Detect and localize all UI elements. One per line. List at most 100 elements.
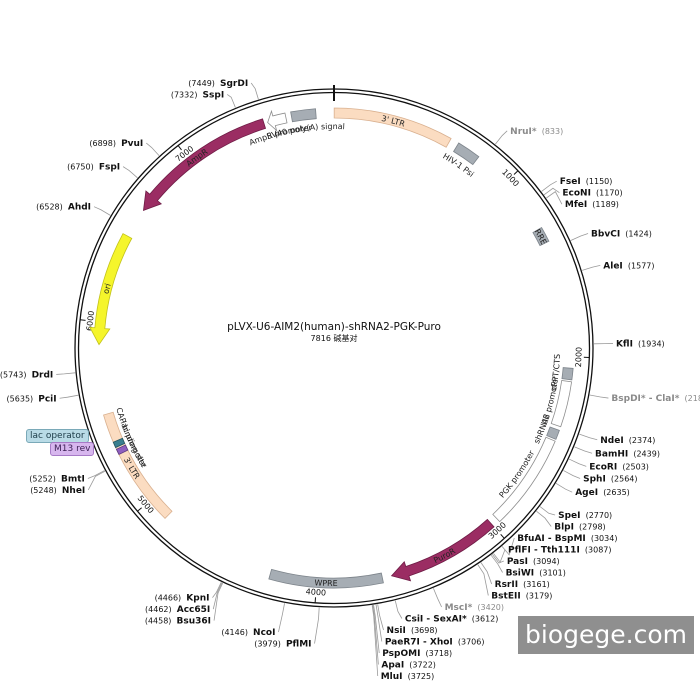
- feature-label: WPRE: [314, 578, 338, 588]
- site-leader: [477, 564, 489, 596]
- site-position: (3706): [458, 638, 485, 647]
- site-name: BfuAI - BspMI: [517, 534, 585, 544]
- site-leader: [212, 582, 222, 598]
- site-name: EcoRI: [589, 462, 617, 472]
- site-label: (7449) SgrDI: [188, 71, 248, 90]
- feature-sv40-poly-a-signal: [290, 108, 317, 123]
- site-position: (2503): [622, 462, 649, 471]
- site-label: (6750) FspI: [67, 155, 120, 174]
- site-position: (4462): [145, 605, 172, 614]
- site-position: (4146): [221, 628, 248, 637]
- site-nhei: (5248) NheI: [30, 470, 106, 496]
- site-name: PaeR7I - XhoI: [385, 638, 453, 648]
- site-pasi: PasI (3094): [491, 549, 560, 568]
- plasmid-name: pLVX-U6-AIM2(human)-shRNA2-PGK-Puro: [227, 321, 441, 333]
- site-name: PflMI: [286, 640, 312, 650]
- site-position: (3722): [409, 661, 436, 670]
- site-acc65i: (4462) Acc65I: [145, 582, 223, 616]
- site-mlui: MluI (3725): [371, 605, 435, 683]
- site-name: EcoNI: [562, 189, 591, 199]
- site-name: KflI: [616, 340, 633, 350]
- tick-mark: [513, 170, 519, 175]
- site-label: MfeI (1189): [565, 192, 619, 211]
- site-name: FseI: [560, 177, 581, 187]
- site-leader: [570, 233, 589, 241]
- tick-label: 4000: [305, 587, 326, 597]
- site-leader: [372, 605, 379, 665]
- site-fsei: FseI (1150): [541, 169, 613, 192]
- site-position: (6750): [67, 163, 94, 172]
- site-sgrdi: (7449) SgrDI: [188, 71, 259, 100]
- site-spei: SpeI (2770): [539, 506, 612, 521]
- site-label: (6898) PvuI: [89, 131, 143, 150]
- site-position: (5252): [29, 474, 56, 483]
- site-position: (3034): [591, 534, 618, 543]
- site-leader: [543, 187, 560, 196]
- site-label: FseI (1150): [560, 169, 613, 188]
- site-position: (2374): [629, 436, 656, 445]
- site-leader: [490, 554, 503, 573]
- site-position: (7332): [171, 90, 198, 99]
- site-bbvci: BbvCI (1424): [570, 230, 652, 241]
- site-label: EcoNI (1170): [562, 181, 622, 200]
- site-name: DrdI: [32, 370, 54, 380]
- site-csii-sexai: CsiI - SexAI* (3612): [394, 600, 499, 626]
- lac-operator-tag: lac operator: [26, 429, 89, 443]
- site-leader: [226, 94, 236, 108]
- site-name: SspI: [203, 90, 225, 100]
- site-name: KpnI: [186, 594, 209, 604]
- site-label: ApaI (3722): [381, 653, 436, 672]
- feature-label-text: ori: [101, 282, 112, 294]
- site-label: NruI* (833): [510, 119, 563, 138]
- site-label: BstEII (3179): [491, 584, 552, 603]
- site-position: (3087): [585, 546, 612, 555]
- site-leader: [433, 588, 442, 608]
- site-name: MfeI: [565, 200, 587, 210]
- site-kpni: (4466) KpnI: [155, 582, 222, 604]
- site-name: BmtI: [61, 474, 85, 484]
- feature-cppt-cts: [561, 367, 574, 381]
- site-apai: ApaI (3722): [372, 605, 436, 672]
- site-label: CsiI - SexAI* (3612): [405, 607, 499, 626]
- site-label: (4462) Acc65I: [145, 597, 210, 616]
- site-position: (3179): [526, 592, 553, 601]
- site-leader: [563, 470, 581, 479]
- site-label: BsiWI (3101): [506, 561, 566, 580]
- site-position: (6528): [36, 203, 63, 212]
- feature-puror: [390, 518, 495, 582]
- site-label: KflI (1934): [616, 332, 665, 351]
- site-label: NdeI (2374): [600, 428, 655, 447]
- tick-label: 2000: [574, 347, 584, 368]
- feature-cap-binding-site: [112, 437, 126, 449]
- site-position: (1934): [638, 340, 665, 349]
- site-leader: [146, 142, 160, 156]
- site-position: (6898): [89, 139, 116, 148]
- site-fspi: (6750) FspI: [67, 155, 138, 179]
- site-label: PasI (3094): [507, 549, 560, 568]
- site-position: (3612): [472, 615, 499, 624]
- site-name: BspDI* - ClaI*: [611, 394, 679, 404]
- backbone-outer-line: [74, 88, 594, 608]
- site-position: (1170): [596, 189, 623, 198]
- site-bsteii: BstEII (3179): [477, 564, 552, 603]
- site-leader: [212, 582, 223, 610]
- site-bmti: (5252) BmtI: [29, 470, 105, 484]
- site-position: (2180): [685, 394, 700, 403]
- site-position: (3101): [539, 569, 566, 578]
- site-position: (4466): [155, 594, 182, 603]
- site-name: CsiI - SexAI*: [405, 615, 467, 625]
- feature-3-ltr: [103, 411, 173, 519]
- feature-label-text: PuroR: [432, 546, 457, 565]
- site-label: MluI (3725): [381, 664, 435, 683]
- site-leader: [536, 510, 552, 527]
- site-position: (2635): [603, 488, 630, 497]
- site-label: (4466) KpnI: [155, 586, 210, 605]
- site-name: PvuI: [121, 139, 143, 149]
- site-bamhi: BamHI (2439): [574, 446, 660, 459]
- site-label: SphI (2564): [583, 466, 637, 485]
- site-position: (3420): [477, 603, 504, 612]
- site-pflmi: (3979) PflMI: [254, 607, 320, 650]
- feature-wpre: [268, 568, 384, 589]
- site-leader: [59, 394, 79, 399]
- site-name: AgeI: [575, 488, 598, 498]
